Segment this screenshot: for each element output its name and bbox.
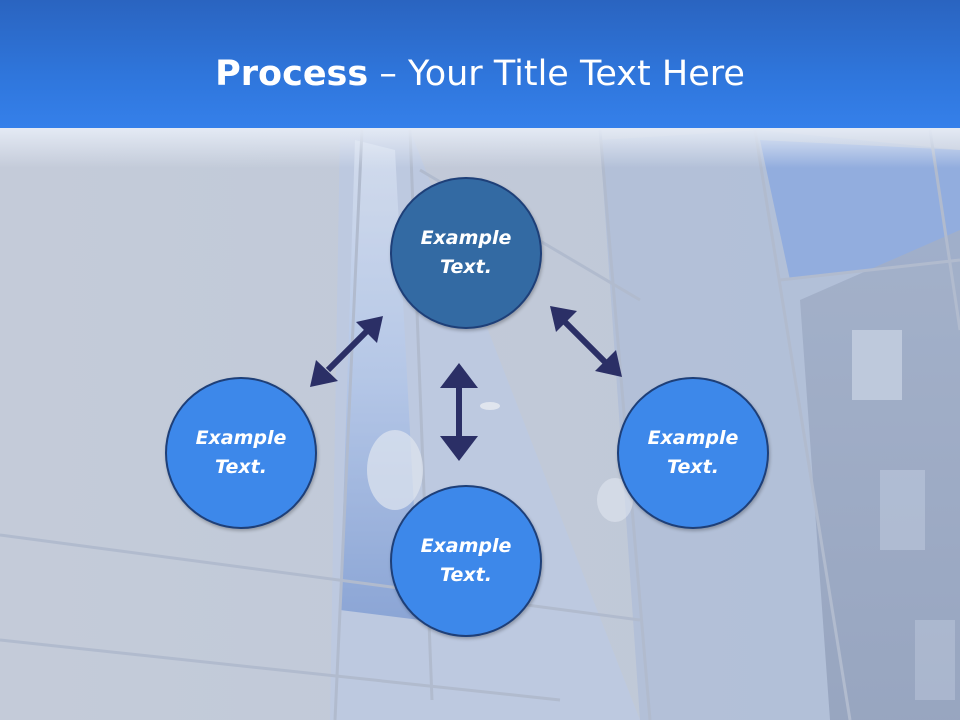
node-label-line2: Text. <box>440 256 492 278</box>
arrow-top-right-shaft <box>562 319 608 365</box>
double-headed-arrow-icon <box>310 360 338 387</box>
double-headed-arrow-icon <box>440 363 478 388</box>
double-headed-arrow-icon <box>595 350 622 377</box>
node-label-line1: Example <box>420 535 512 557</box>
node-label-line1: Example <box>195 427 287 449</box>
double-headed-arrow-icon <box>440 436 478 461</box>
node-label-line1: Example <box>647 427 739 449</box>
title-rest-text: Your Title Text Here <box>407 54 745 94</box>
node-label-line2: Text. <box>667 456 719 478</box>
title-bar <box>0 0 960 128</box>
node-label-line2: Text. <box>215 456 267 478</box>
node-label-line2: Text. <box>440 564 492 586</box>
arrow-top-left-shaft <box>325 327 371 373</box>
node-label-line1: Example <box>420 227 512 249</box>
title-bold-text: Process <box>215 54 369 94</box>
title-bar-fade <box>0 128 960 168</box>
double-headed-arrow-icon <box>550 306 577 332</box>
title-separator: – <box>368 54 408 94</box>
slide-title: Process – Your Title Text Here <box>0 52 960 96</box>
double-headed-arrow-icon <box>356 316 383 343</box>
